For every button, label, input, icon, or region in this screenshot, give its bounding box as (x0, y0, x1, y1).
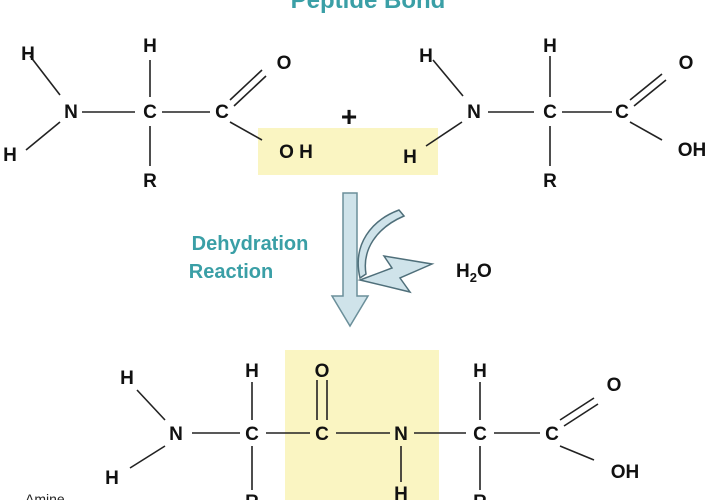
atom-c: C (315, 424, 329, 445)
atom-c: C (543, 102, 557, 123)
dipeptide: H H N H C R O C N H H C R C O OH (105, 361, 639, 500)
atom-c: C (545, 424, 559, 445)
water-loss-highlight (258, 128, 438, 175)
atom-h: H (21, 44, 35, 65)
water-release-arrow (357, 209, 435, 294)
atom-h: H (403, 147, 417, 168)
atom-o: O (315, 361, 330, 382)
atom-h: H (120, 368, 134, 389)
amine-caption: Amine (25, 491, 65, 500)
atom-h: H (143, 36, 157, 57)
atom-o: O (679, 53, 694, 74)
atom-r: R (143, 171, 157, 192)
atom-c: C (143, 102, 157, 123)
atom-r: R (543, 171, 557, 192)
reaction-arrow (330, 192, 370, 328)
atom-c: C (215, 102, 229, 123)
hydroxyl-oh: OH (611, 462, 640, 483)
atom-n: N (169, 424, 183, 445)
atom-h: H (245, 361, 259, 382)
atom-h: H (419, 46, 433, 67)
atom-c: C (615, 102, 629, 123)
atom-h: H (473, 361, 487, 382)
atom-c: C (245, 424, 259, 445)
atom-n: N (64, 102, 78, 123)
water-label: H2O (456, 261, 492, 285)
atom-h: H (543, 36, 557, 57)
hydroxyl-oh: O H (279, 142, 313, 163)
reaction-label-line2: Reaction (189, 261, 273, 283)
plus-sign: + (341, 101, 357, 132)
atom-r: R (473, 492, 487, 500)
atom-r: R (245, 492, 259, 500)
hydroxyl-oh: OH (678, 140, 707, 161)
peptide-bond-highlight (285, 350, 439, 500)
atom-h: H (394, 484, 408, 500)
atom-h: H (3, 145, 17, 166)
diagram-title: Peptide Bond (291, 0, 446, 14)
reaction-label-line1: Dehydration (192, 233, 309, 255)
amino-acid-1: H H N H C R C O O H (3, 36, 313, 192)
atom-n: N (467, 102, 481, 123)
atom-h: H (105, 468, 119, 489)
atom-o: O (607, 375, 622, 396)
atom-o: O (277, 53, 292, 74)
amino-acid-2: H H N H C R C O OH (403, 36, 706, 192)
atom-c: C (473, 424, 487, 445)
atom-n: N (394, 424, 408, 445)
